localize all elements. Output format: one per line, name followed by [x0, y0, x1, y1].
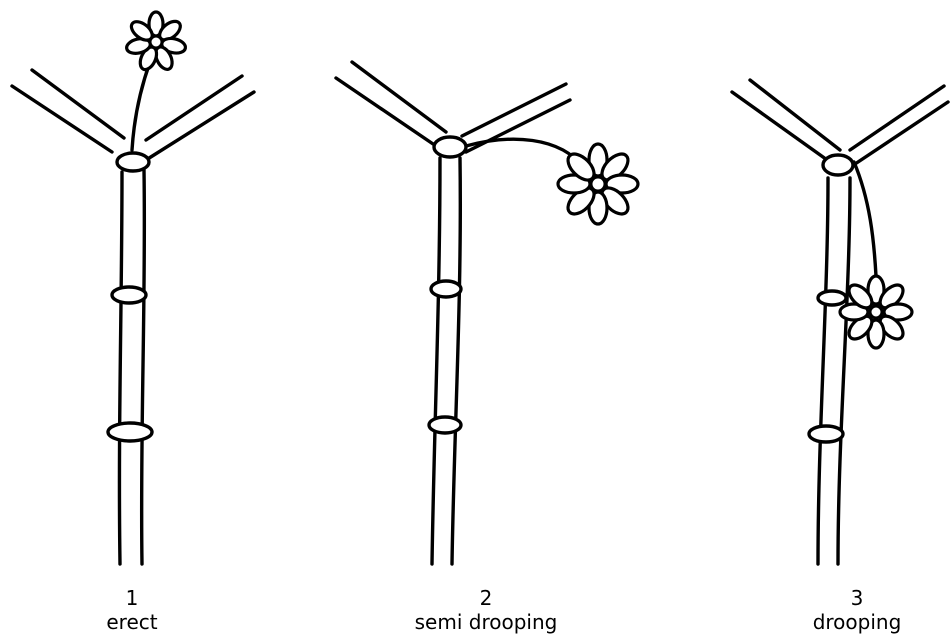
- right-branch: [848, 84, 950, 168]
- petal: [847, 314, 874, 341]
- stem-node: [427, 415, 463, 435]
- panel-3-caption: 3 drooping: [747, 586, 952, 634]
- panel-2-drawing: [334, 60, 640, 566]
- left-branch: [334, 60, 448, 148]
- petal: [878, 314, 905, 341]
- stem-node: [110, 285, 148, 305]
- semi-drooping-flower: [556, 142, 640, 226]
- flower-center: [148, 34, 164, 50]
- main-stem: [117, 168, 147, 566]
- panel-number: 1: [125, 586, 139, 610]
- petal: [878, 283, 905, 310]
- flower-center: [589, 175, 607, 193]
- erect-flower: [125, 10, 188, 72]
- top-node: [432, 135, 468, 159]
- panel-label: semi drooping: [414, 610, 558, 634]
- panel-label: erect: [106, 610, 158, 634]
- right-branch: [144, 74, 256, 162]
- main-stem: [816, 176, 852, 566]
- flower-stalk: [130, 60, 152, 152]
- main-stem: [430, 156, 463, 566]
- left-branch: [730, 78, 842, 164]
- stem-node: [807, 424, 845, 444]
- panel-2-caption: 2 semi drooping: [376, 586, 596, 634]
- left-branch: [10, 68, 126, 154]
- panel-1-caption: 1 erect: [22, 586, 242, 634]
- panel-label: drooping: [812, 610, 902, 634]
- panel-number: 2: [479, 586, 493, 610]
- top-node: [115, 151, 151, 173]
- flower-center: [868, 304, 884, 320]
- top-node: [821, 153, 855, 177]
- stem-node: [816, 289, 848, 307]
- drooping-flower: [838, 274, 914, 350]
- panel-number: 3: [850, 586, 864, 610]
- panel-1-drawing: [10, 10, 256, 566]
- panel-3-drawing: [730, 78, 950, 566]
- petal: [847, 283, 874, 310]
- flower-stalk: [852, 160, 878, 278]
- stem-node: [429, 279, 463, 299]
- flower-stalk: [464, 137, 586, 170]
- stem-node: [106, 421, 154, 443]
